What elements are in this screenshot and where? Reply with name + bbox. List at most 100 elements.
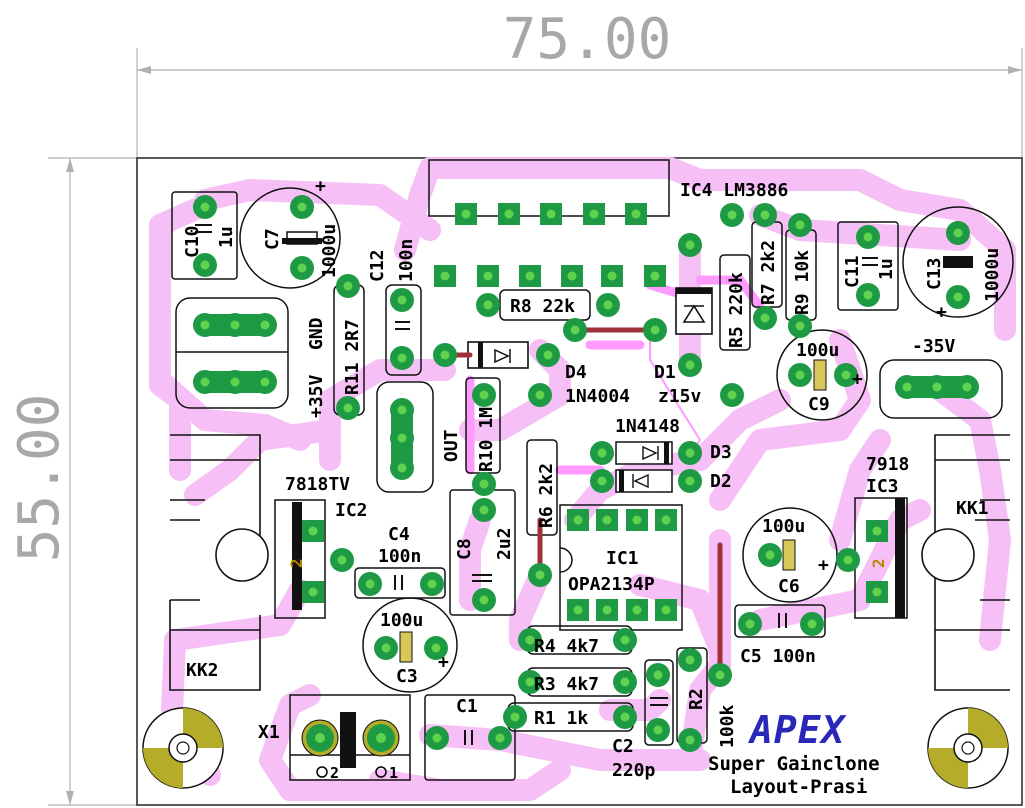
- pad-drill: [661, 515, 671, 525]
- d1-label: D1: [654, 362, 676, 383]
- c9-label: C9: [808, 394, 830, 415]
- pad-drill: [573, 605, 583, 615]
- pad-drill: [200, 377, 210, 387]
- c8-value: 2u2: [494, 527, 515, 560]
- pad-drill: [872, 587, 882, 597]
- wire-jumpers: [442, 327, 723, 678]
- c13-polarity: +: [936, 302, 947, 323]
- pad-drill: [200, 260, 210, 270]
- c2-value: 220p: [612, 760, 656, 781]
- pad-drill: [525, 677, 535, 687]
- c12-value: 100n: [396, 239, 417, 282]
- pad-drill: [760, 313, 770, 323]
- pad-drill: [567, 271, 577, 281]
- x1-pin2-label: 2: [330, 764, 339, 782]
- c4-label: C4: [388, 524, 410, 545]
- kk2-label: KK2: [186, 660, 219, 681]
- c11-label: C11: [842, 255, 863, 288]
- c7-value: 1000u: [319, 224, 340, 278]
- pad-drill: [603, 300, 613, 310]
- r5-label: R5 220k: [726, 272, 747, 348]
- pad-drill: [650, 325, 660, 335]
- pad-drill: [504, 209, 514, 219]
- pad-drill: [632, 515, 642, 525]
- heatsink-kk1: [921, 434, 1010, 691]
- pad-drill: [597, 476, 607, 486]
- d4-value: 1N4004: [565, 386, 630, 407]
- c3-polarity: +: [438, 652, 449, 673]
- pad-drill: [381, 643, 391, 653]
- pad-drill: [863, 232, 873, 242]
- pad-drill: [685, 360, 695, 370]
- c7-label: C7: [262, 228, 283, 250]
- d23-value: 1N4148: [615, 416, 680, 437]
- r9-label: R9 10k: [792, 250, 813, 315]
- pad-drill: [902, 382, 912, 392]
- pad-drill: [795, 220, 805, 230]
- pad-drill: [602, 605, 612, 615]
- pad-drill: [573, 515, 583, 525]
- pad-drill: [260, 320, 270, 330]
- c12-label: C12: [367, 249, 388, 282]
- pad-drill: [308, 587, 318, 597]
- pad-drill: [685, 476, 695, 486]
- pad-drill: [841, 370, 851, 380]
- pad-drill: [230, 320, 240, 330]
- pad-drill: [872, 526, 882, 536]
- pad-drill: [653, 670, 663, 680]
- c2-label: C2: [612, 736, 634, 757]
- apex-logo-text: APEX: [747, 708, 847, 752]
- pad-drill: [632, 605, 642, 615]
- d2-label: D2: [710, 471, 732, 492]
- ic3-center-pin-label: 2: [869, 558, 888, 568]
- d1-value: z15v: [658, 386, 702, 407]
- c3-value: 100u: [380, 610, 423, 631]
- pad-drill: [620, 677, 630, 687]
- mounting-hole-right: [927, 707, 1009, 789]
- ic1-name: IC1: [606, 548, 639, 569]
- pad-drill: [597, 448, 607, 458]
- r7-label: R7 2k2: [758, 240, 779, 305]
- title-line-1: Super Gainclone: [708, 753, 880, 775]
- r2-value: 100k: [717, 704, 738, 748]
- c7-polarity: +: [315, 176, 326, 197]
- pad-drill: [543, 350, 553, 360]
- pad-drill: [620, 712, 630, 722]
- pad-drill: [685, 735, 695, 745]
- pad-drill: [297, 263, 307, 273]
- pad-drill: [685, 448, 695, 458]
- pad-drill: [483, 271, 493, 281]
- pad-drill: [525, 271, 535, 281]
- pad-drill: [308, 526, 318, 536]
- pad-drill: [397, 433, 407, 443]
- dimension-height: 55.00: [7, 157, 137, 806]
- height-dimension-label: 55.00: [7, 394, 72, 563]
- ic2-center-pin-label: 2: [287, 558, 306, 568]
- pad-drill: [479, 479, 489, 489]
- pad-drill: [297, 202, 307, 212]
- pad-drill: [727, 210, 737, 220]
- ic2-part: 7818TV: [285, 474, 350, 495]
- d4-label: D4: [565, 362, 587, 383]
- c10-value: 1u: [216, 226, 237, 248]
- c4-value: 100n: [378, 546, 421, 567]
- pad-drill: [397, 295, 407, 305]
- gnd-label: GND: [306, 317, 327, 350]
- title-line-2: Layout-Prasi: [730, 776, 867, 798]
- pad-drill: [760, 210, 770, 220]
- pad-drill: [843, 555, 853, 565]
- pad-drill: [343, 281, 353, 291]
- pad-drill: [479, 505, 489, 515]
- pad-drill: [461, 209, 471, 219]
- pad-drill: [807, 619, 817, 629]
- pad-drill: [397, 405, 407, 415]
- pad-drill: [602, 515, 612, 525]
- pad-drill: [315, 733, 325, 743]
- pad-drill: [432, 733, 442, 743]
- r11-label: R11 2R7: [342, 319, 363, 395]
- pad-drill: [650, 271, 660, 281]
- c10-label: C10: [182, 225, 203, 258]
- pad-drill: [200, 320, 210, 330]
- pad-drill: [661, 605, 671, 615]
- c5-label: C5 100n: [740, 646, 816, 667]
